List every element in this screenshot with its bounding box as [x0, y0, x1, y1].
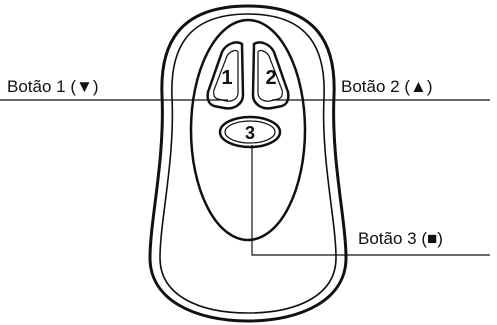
button-3[interactable]: 3	[220, 117, 280, 147]
remote-outer-body	[150, 6, 346, 321]
button-2-number: 2	[265, 67, 276, 89]
button-1-number: 1	[221, 67, 232, 89]
button-3-number: 3	[245, 123, 255, 143]
label-button-3: Botão 3 (■)	[358, 229, 443, 248]
label-button-1: Botão 1 (▼)	[7, 77, 98, 96]
label-button-2: Botão 2 (▲)	[341, 77, 432, 96]
button-1[interactable]: 1	[208, 42, 243, 108]
remote-inner-outline	[160, 14, 336, 313]
button-2[interactable]: 2	[253, 42, 288, 108]
